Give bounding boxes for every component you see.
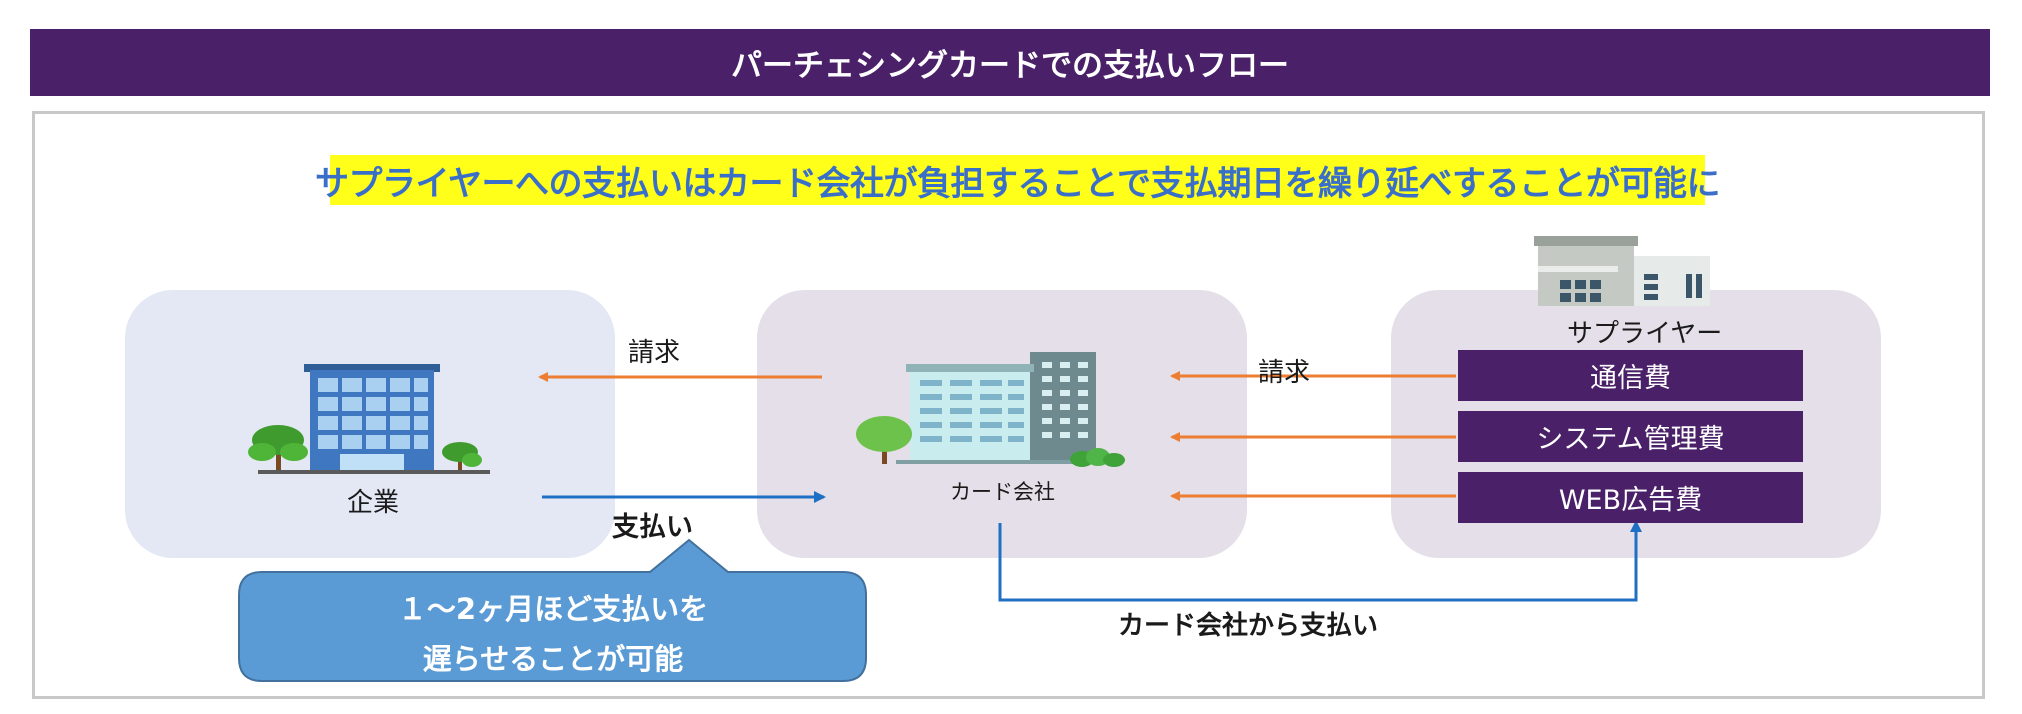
card-payment-arrow [998,520,1642,602]
payment-label: 支払い [612,512,693,543]
office-building-icon [258,364,490,474]
bush-icon [1070,448,1125,467]
cost-item-web-advertising: WEB広告費 [1458,472,1803,523]
invoice-label-company: 請求 [628,338,681,368]
tree-icon [856,416,912,464]
invoice-label-card: 請求 [1258,358,1311,388]
callout-text: １～2ヶ月ほど支払いを 遅らせることが可能 [243,584,863,684]
cost-item-system-management: システム管理費 [1458,411,1803,462]
supplier-building-icon [1534,236,1710,306]
callout-bubble [238,538,867,682]
company-label: 企業 [347,488,400,518]
card-company-building-icon [896,352,1106,464]
callout-line-1: １～2ヶ月ほど支払いを [397,592,709,626]
page-title: パーチェシングカードでの支払いフロー [30,29,1990,96]
card-company-label: カード会社 [950,480,1055,504]
tree-icon [442,442,482,470]
card-payment-label: カード会社から支払い [1118,611,1379,641]
cost-item-communication: 通信費 [1458,350,1803,401]
headline: サプライヤーへの支払いはカード会社が負担することで支払期日を繰り延べすることが可… [315,155,1720,205]
tree-icon [248,425,308,470]
supplier-label: サプライヤー [1567,319,1723,349]
callout-line-2: 遅らせることが可能 [422,642,684,676]
diagram-frame [32,111,1985,699]
